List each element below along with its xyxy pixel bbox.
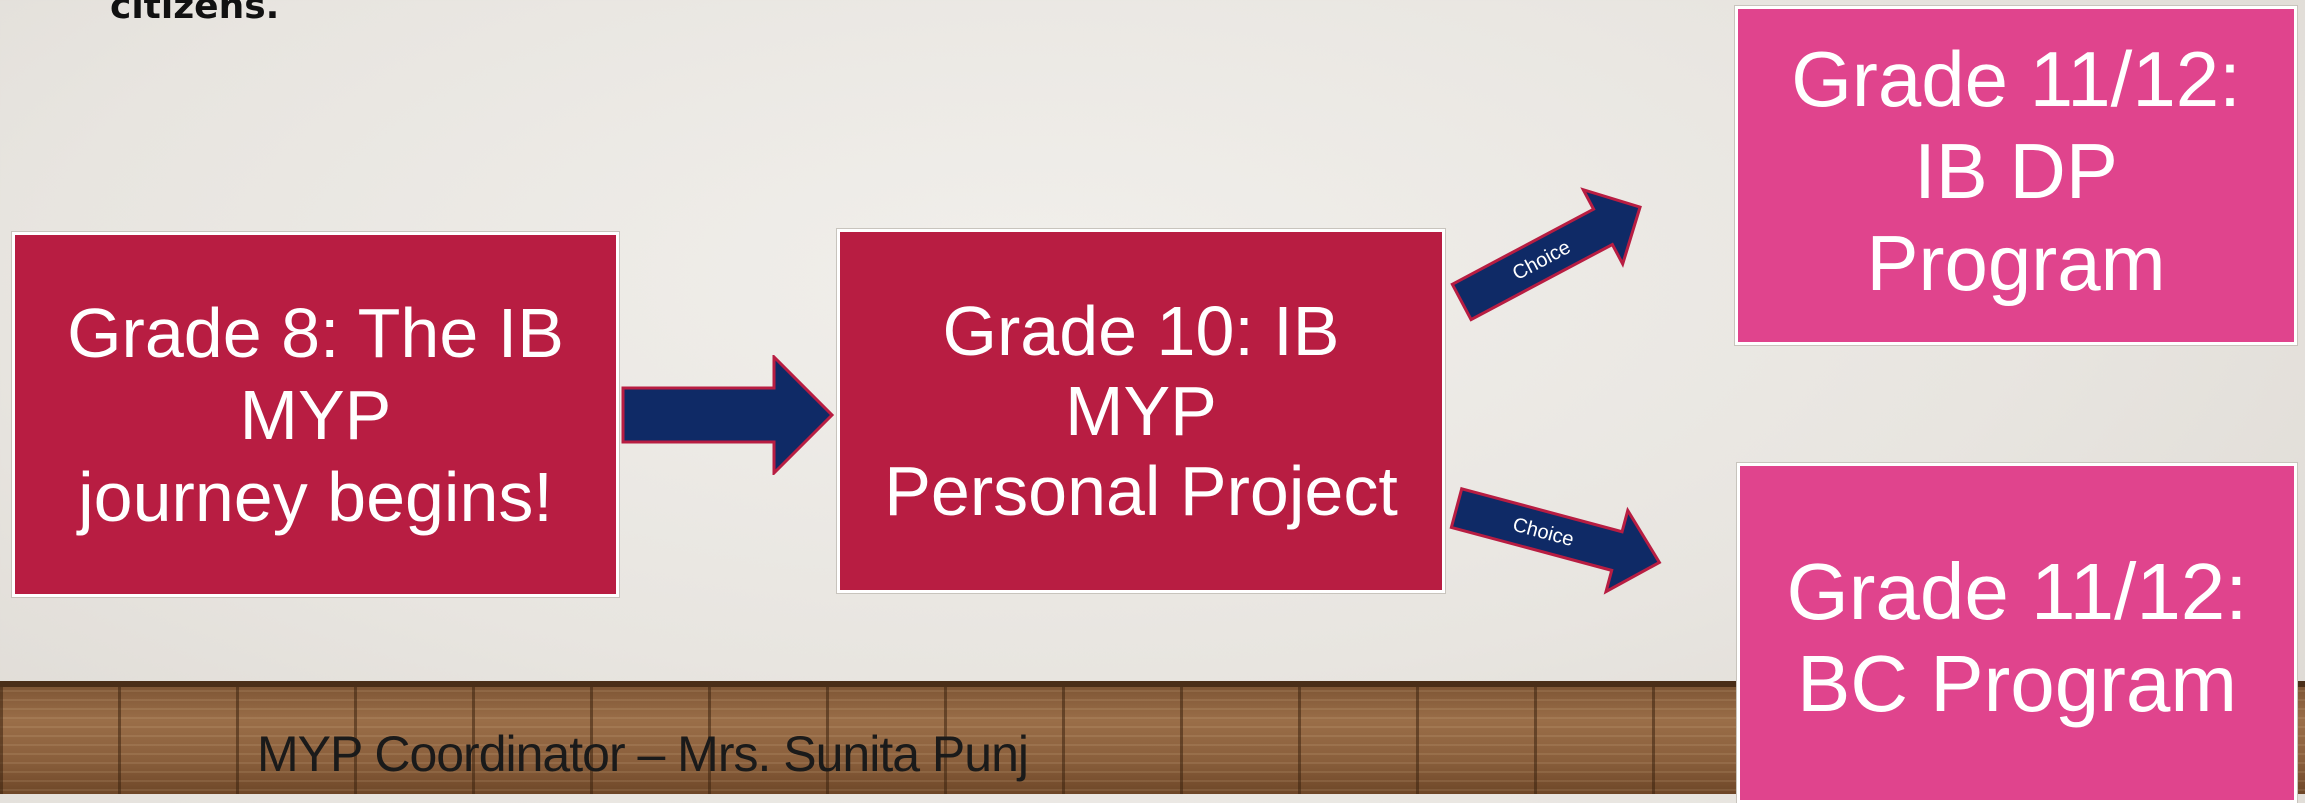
- arrow-choice-to-dp: Choice: [1450, 187, 1642, 322]
- node-bc-line-1: Grade 11/12:: [1786, 547, 2248, 636]
- node-ib-dp-line-1: Grade 11/12:: [1791, 34, 2241, 123]
- node-grade8-line-1: Grade 8: The IB: [67, 293, 564, 372]
- node-grade10-line-2: MYP: [1065, 372, 1217, 450]
- node-ib-dp-line-2: IB DP: [1914, 126, 2118, 215]
- node-grade8-line-2: MYP: [239, 375, 392, 454]
- node-grade10: Grade 10: IB MYP Personal Project: [837, 229, 1445, 593]
- node-ib-dp-line-3: Program: [1866, 218, 2166, 307]
- node-bc: Grade 11/12: BC Program: [1737, 463, 2297, 803]
- node-grade8: Grade 8: The IB MYP journey begins!: [12, 232, 619, 597]
- arrow-grade8-to-grade10: [621, 355, 835, 475]
- node-grade10-line-1: Grade 10: IB: [942, 292, 1340, 370]
- slide-footer: MYP Coordinator – Mrs. Sunita Punj: [257, 726, 1029, 782]
- node-grade10-line-3: Personal Project: [884, 452, 1398, 530]
- cut-off-heading-text: citizens.: [110, 0, 280, 27]
- node-ib-dp: Grade 11/12: IB DP Program: [1735, 6, 2297, 345]
- node-grade8-line-3: journey begins!: [78, 457, 553, 536]
- node-bc-line-2: BC Program: [1796, 639, 2238, 728]
- arrow-choice-to-bc: Choice: [1449, 486, 1662, 595]
